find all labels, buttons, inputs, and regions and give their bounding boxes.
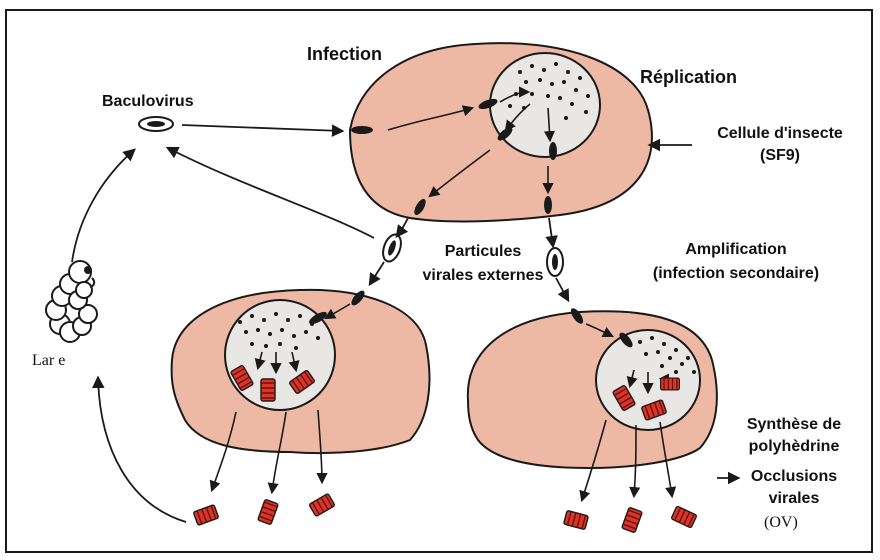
insect-cell-bottom-left [172, 289, 430, 526]
baculovirus-particle [139, 117, 173, 131]
baculovirus-label: Baculovirus [102, 93, 194, 111]
insect-cell-bottom-right [468, 306, 717, 532]
arrow-larva-to-baculovirus [72, 150, 134, 262]
viral-occlusions-label: Occlusions virales [742, 466, 846, 510]
larva-drawing [46, 261, 97, 342]
arrow-ob-to-larva [98, 378, 186, 522]
viral-occlusions-line2: virales [742, 488, 846, 510]
insect-cell-top [350, 43, 652, 221]
insect-cell-label: Cellule d'insecte (SF9) [696, 123, 864, 167]
amplification-line2: (infection secondaire) [630, 262, 842, 286]
arrow-particle-right-to-cell [556, 278, 568, 300]
viral-occlusions-line1: Occlusions [742, 466, 846, 488]
polyhedrin-synthesis-label: Synthèse de polyhèdrine [730, 414, 858, 458]
polyhedrin-synthesis-line1: Synthèse de [730, 414, 858, 436]
arrow-to-particle-left [397, 218, 408, 236]
ov-label: (OV) [764, 514, 798, 532]
amplification-line1: Amplification [630, 238, 842, 262]
amplification-label: Amplification (infection secondaire) [630, 238, 842, 286]
external-particles-line1: Particules [412, 240, 554, 264]
external-particles-line2: virales externes [412, 264, 554, 288]
insect-cell-label-line1: Cellule d'insecte [696, 123, 864, 145]
budded-particle-left [380, 232, 405, 264]
arrow-particle-left-to-cell [370, 262, 384, 284]
polyhedrin-synthesis-line2: polyhèdrine [730, 436, 858, 458]
arrow-particle-to-baculovirus [168, 148, 374, 238]
larva-label: Lar e [32, 352, 65, 370]
arrow-virus-to-cell [182, 125, 342, 131]
replication-label: Réplication [640, 67, 737, 88]
infection-label: Infection [307, 44, 382, 65]
insect-cell-label-line2: (SF9) [696, 145, 864, 167]
external-particles-label: Particules virales externes [412, 240, 554, 288]
